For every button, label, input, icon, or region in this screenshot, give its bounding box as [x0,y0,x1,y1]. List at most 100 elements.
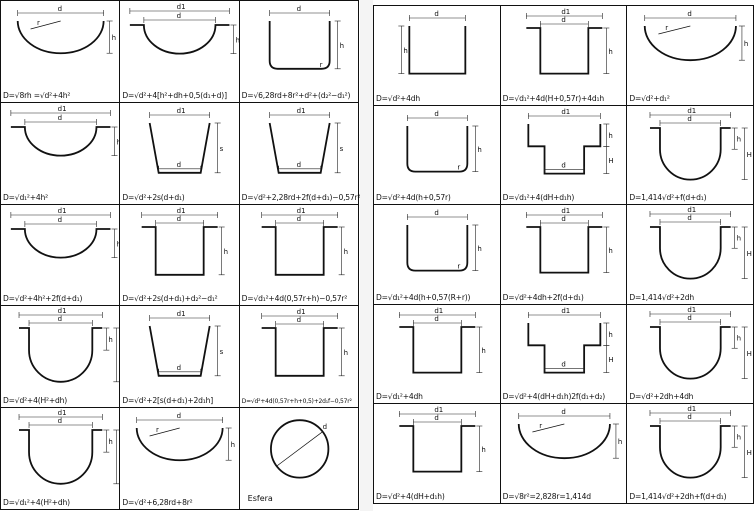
stepped-cup-outline [527,123,601,175]
dim-label-d: d [58,5,62,13]
deep-bowl-outline [650,126,732,181]
dim-label-d1: d1 [688,107,697,115]
blank-diameter-formula: D=√d₁²+4d(0,57r+h)−0,57r² [241,294,348,304]
dim-label-d: d [561,16,565,24]
dim-label-h: h [737,334,741,342]
dim-label-d1: d1 [561,307,570,315]
blank-diameter-formula: D=√d²+4(dH+d₁h)2f(d₁+d₂) [502,392,606,402]
dim-label-h: h [608,48,612,56]
hat-cup-outline [399,325,476,374]
shape-drawing: dhr [517,408,622,460]
dim-label-r: r [666,24,669,32]
blank-diameter-formula: D=√d²+2s(d+d₁) [122,192,185,202]
dim-label-h: h [116,240,120,248]
dim-label-d1: d1 [58,207,67,215]
rounded-cup-outline [406,225,469,272]
dim-label-r: r [539,422,542,430]
blank-diameter-formula: D=1,414√d²+2dh [629,292,695,302]
dim-label-d: d [177,412,181,420]
dim-label-h: h [236,36,240,44]
cup-outline [408,26,467,75]
hat-cup-outline [261,327,338,378]
dim-label-d1: d1 [177,207,186,215]
dim-label-H: H [608,356,613,364]
dim-label-d1: d1 [561,8,570,16]
dim-label-d: d [296,5,300,13]
dim-label-h: h [477,145,481,153]
dim-label-h: h [477,245,481,253]
blank-diameter-formula: D=√d²+4d(h+0,57r) [376,193,451,203]
dim-label-d: d [434,315,438,323]
blank-diameter-formula: D=√d₁²+4d(H+0,57r)+4d₁h [502,93,604,103]
dim-label-h: h [737,135,741,143]
dim-label-h: h [231,441,235,449]
dim-label-d: d [177,364,181,372]
dim-label-s: s [220,145,224,153]
dim-label-H: H [747,350,752,358]
dim-label-h: h [744,40,748,48]
dim-label-h: h [608,331,612,339]
dim-label-d: d [296,215,300,223]
dim-label-h: h [608,132,612,140]
radius-line [531,424,565,433]
blank-diameter-formula: D=√d²+2dh+4dh [629,392,694,402]
page-gap [360,0,373,511]
dim-label-d1: d1 [688,206,697,214]
blank-diameter-formula: D=√8rh =√d²+4h² [3,90,71,100]
tapered-outline [149,122,211,174]
blank-diameter-formula: D=√d²+d₁² [629,93,670,103]
blank-diameter-formula: D=1,414√d²+f(d+d₁) [629,193,707,203]
dim-label-d: d [177,12,181,20]
dim-label-d: d [434,110,438,118]
dim-label-h: h [116,138,120,146]
dim-label-h: h [108,438,112,446]
flanged-bowl-outline [10,227,111,259]
dim-label-d1: d1 [296,107,305,115]
dim-label-h: h [224,247,228,255]
dim-label-d: d [296,316,300,324]
dim-label-s: s [339,145,343,153]
flanged-bowl-outline [10,125,111,157]
dim-label-r: r [156,426,159,434]
bowl-outline [16,20,105,55]
deep-bowl-outline [650,325,732,380]
bowl-outline [517,424,611,460]
blank-diameter-formula: D=√d₁²+4h² [3,192,49,202]
dim-label-d: d [58,315,62,323]
deep-bowl-outline [19,429,103,485]
dim-label-h: h [481,446,485,454]
dim-label-h: h [481,347,485,355]
dim-label-d: d [434,414,438,422]
blank-diameter-formula: D=√d²+2,28rd+2f(d+d₁)−0,57r² [241,192,361,202]
dim-label-h: h [608,247,612,255]
bowl-outline [644,25,738,62]
hat-cup-outline [261,225,338,276]
dim-label-d: d [561,360,565,368]
dim-label-h: h [339,42,343,50]
dim-label-d1: d1 [434,307,443,315]
dim-label-H: H [608,157,613,165]
blank-diameter-formula: D=√8r²=2,828r=1,414d [502,491,591,501]
shape-drawing: d [269,419,329,479]
dim-label-d1: d1 [688,306,697,314]
dim-label-d: d [688,413,692,421]
